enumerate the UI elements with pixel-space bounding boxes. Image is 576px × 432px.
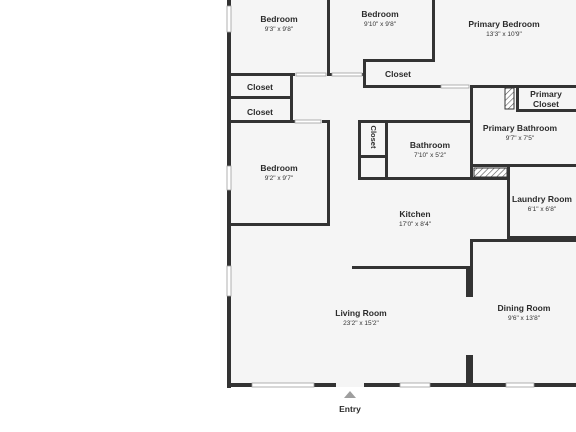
label-primary-bathroom: Primary Bathroom: [483, 123, 558, 133]
hatch-shower: [504, 87, 515, 110]
wall-closetv-west: [358, 120, 361, 180]
label-primary-closet-line1: Primary: [530, 89, 562, 99]
wall-closetv-bottom: [358, 155, 388, 158]
label-bathroom: Bathroom: [410, 140, 451, 150]
window-s-3: [505, 382, 535, 388]
dims-laundry: 6'1" x 6'8": [528, 206, 557, 213]
window-w-1: [226, 5, 232, 33]
dims-bedroom-w: 9'2" x 9'7": [265, 175, 294, 182]
window-int-2: [331, 72, 363, 77]
kitchen-counter-line: [352, 266, 470, 269]
wall-bed-nw-east: [327, 0, 330, 76]
dims-bedroom-nw: 9'3" x 9'8": [265, 26, 294, 33]
window-s-1: [251, 382, 315, 388]
wall-closet2-bottom: [229, 120, 295, 123]
label-bedroom-nw: Bedroom: [260, 14, 298, 24]
wall-closet1-top: [229, 73, 295, 76]
label-dining: Dining Room: [498, 303, 551, 313]
dims-bedroom-n: 9'10" x 9'8": [364, 21, 397, 28]
label-living: Living Room: [335, 308, 387, 318]
entry-label: Entry: [339, 404, 361, 414]
dims-primary-bedroom: 13'3" x 10'9": [486, 31, 522, 38]
wall-primary-south: [470, 85, 576, 88]
label-primary-bedroom: Primary Bedroom: [468, 19, 540, 29]
exterior-wall-west: [227, 0, 231, 388]
window-w-2: [226, 165, 232, 191]
entry-door-gap: [336, 383, 364, 387]
wall-laundry-south: [507, 236, 576, 239]
wall-pclosest-west: [516, 85, 519, 112]
label-bedroom-w: Bedroom: [260, 163, 298, 173]
wall-closetv-top: [358, 120, 473, 123]
label-primary-closet-line2: Closet: [533, 99, 559, 109]
wall-closet1-bottom: [229, 96, 293, 99]
wall-bed-w-top-b: [322, 120, 330, 123]
wall-bath-east: [470, 85, 473, 180]
dims-kitchen: 17'0" x 8'4": [399, 221, 432, 228]
label-laundry: Laundry Room: [512, 194, 572, 204]
wall-closet3-west: [363, 59, 366, 87]
wall-dining-top: [470, 239, 576, 242]
window-int-1: [295, 72, 327, 77]
wall-pbath-south: [470, 164, 576, 167]
label-bedroom-n: Bedroom: [361, 9, 399, 19]
dims-bathroom: 7'10" x 5'2": [414, 152, 447, 159]
wall-bed-w-south: [229, 223, 330, 226]
wall-dining-west-pier1: [466, 266, 473, 297]
hatch-tub-corner: [473, 167, 508, 178]
window-w-3: [226, 265, 232, 297]
wall-closet3-top: [363, 59, 435, 62]
window-int-3: [440, 84, 470, 89]
label-closet-2: Closet: [247, 107, 273, 117]
label-closet-1: Closet: [247, 82, 273, 92]
entry-arrow-icon: [344, 391, 356, 398]
dims-dining: 9'6" x 13'8": [508, 315, 541, 322]
dims-primary-bathroom: 9'7" x 7'5": [506, 135, 535, 142]
wall-dining-west-pier2: [466, 355, 473, 385]
label-closet-vertical: Closet: [369, 126, 378, 149]
dims-living: 23'2" x 15'2": [343, 320, 379, 327]
window-int-4: [294, 119, 322, 124]
wall-closet3-bottom: [363, 85, 441, 88]
floor-area: [230, 0, 576, 385]
wall-bed-n-east: [432, 0, 435, 62]
wall-dining-west-top: [470, 239, 473, 269]
label-kitchen: Kitchen: [399, 209, 430, 219]
wall-pbath-top-right: [516, 109, 576, 112]
window-s-2: [399, 382, 431, 388]
wall-bath-south: [358, 177, 510, 180]
wall-laundry-west: [507, 164, 510, 238]
label-closet-3: Closet: [385, 69, 411, 79]
wall-closetv-east: [385, 120, 388, 180]
wall-bed-w-east: [327, 120, 330, 226]
